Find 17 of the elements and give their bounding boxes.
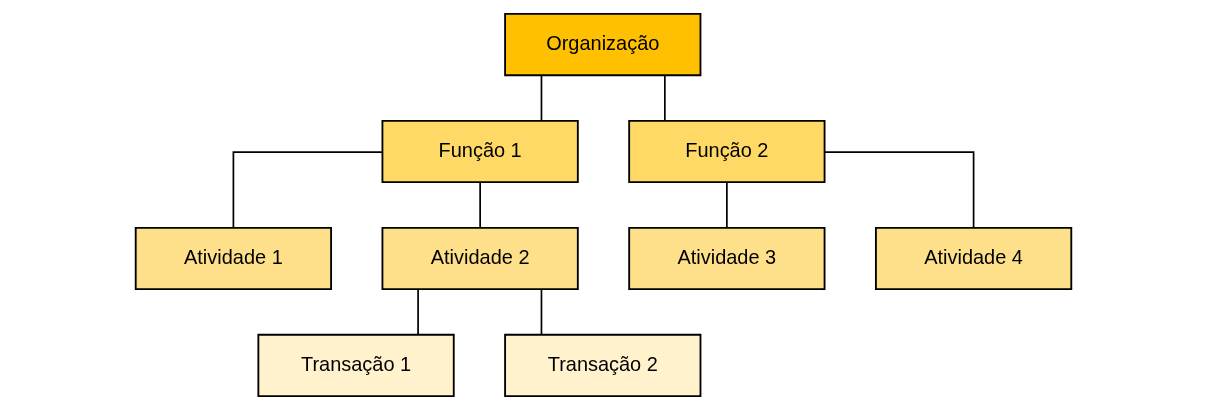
connector (540, 74, 542, 122)
node-box: Transação 2 (503, 333, 701, 398)
node-box: Organização (503, 12, 701, 77)
node-box: Transação 1 (256, 333, 455, 398)
connector (823, 151, 974, 229)
node-box: Função 1 (381, 119, 579, 184)
connector (663, 74, 666, 122)
connector (725, 181, 728, 229)
node-box: Atividade 3 (627, 226, 825, 291)
connector (540, 288, 542, 336)
node-box: Atividade 4 (874, 226, 1072, 291)
node-box: Atividade 2 (381, 226, 579, 291)
node-box: Função 2 (627, 119, 825, 184)
connector (416, 288, 419, 336)
connector (478, 181, 481, 229)
connector (232, 151, 383, 229)
node-box: Atividade 1 (134, 226, 332, 291)
